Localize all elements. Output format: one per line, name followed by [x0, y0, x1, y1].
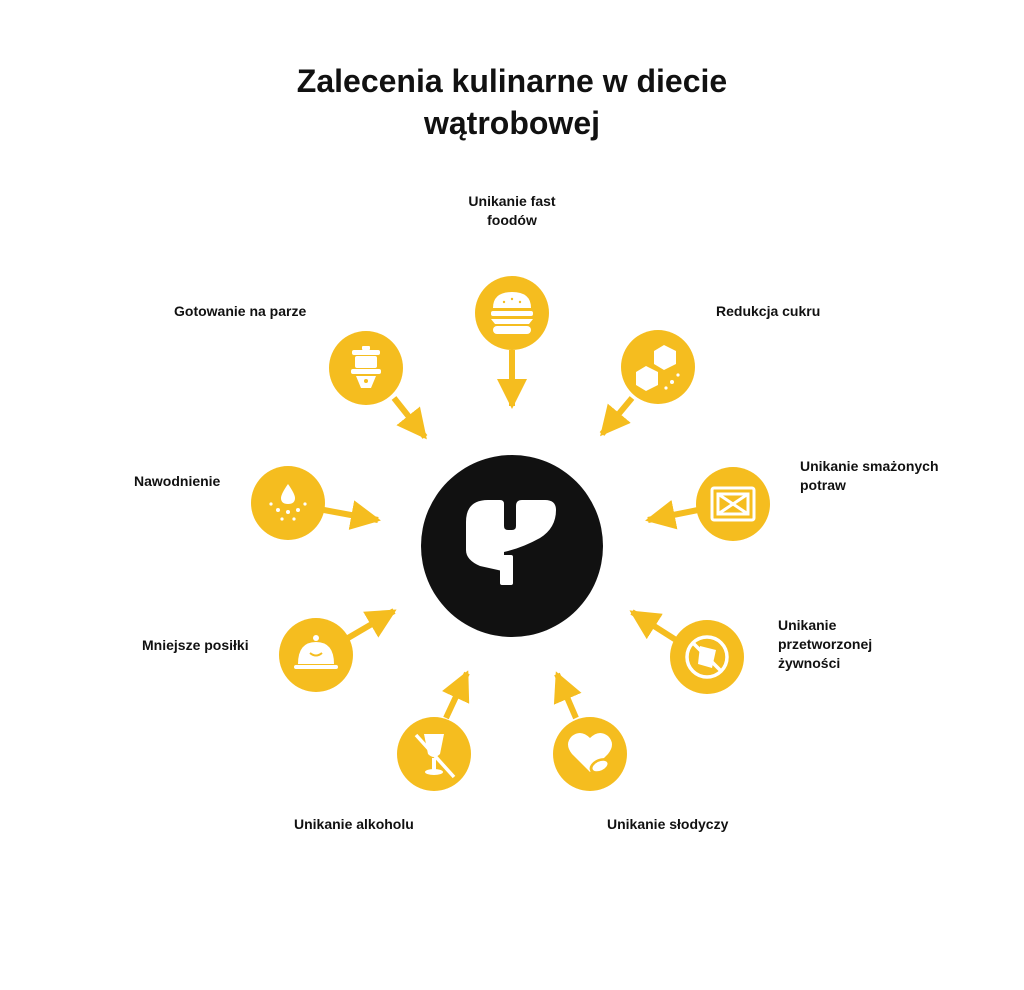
sugar-cubes-icon: [636, 345, 680, 391]
water-drop-icon: [269, 484, 307, 521]
arrow-fried: [645, 499, 699, 530]
node-sugar: [621, 330, 695, 404]
label-steam: Gotowanie na parze: [174, 303, 307, 319]
label-meals: Mniejsze posiłki: [142, 637, 249, 653]
steamer-icon: [351, 346, 381, 388]
node-sweets: [553, 717, 627, 791]
node-fast-food: [475, 276, 549, 350]
heart-leaf-icon: [568, 732, 612, 774]
node-steam: [329, 331, 403, 405]
arrow-sugar: [599, 396, 635, 437]
label-alcohol: Unikanie alkoholu: [294, 816, 414, 832]
cloche-icon: [294, 635, 338, 669]
label-fast-food: Unikanie fast foodów: [468, 193, 556, 228]
label-hydration: Nawodnienie: [134, 473, 221, 489]
arrow-processed: [629, 609, 678, 643]
label-sweets: Unikanie słodyczy: [607, 816, 729, 832]
burger-icon: [491, 292, 533, 334]
node-alcohol: [397, 717, 471, 791]
label-sugar: Redukcja cukru: [716, 303, 821, 319]
arrow-sweets: [553, 671, 582, 720]
node-meals: [279, 618, 353, 692]
arrow-steam: [391, 396, 428, 440]
diagram-title: Zalecenia kulinarne w diecie wątrobowej: [296, 63, 728, 141]
arrow-alcohol: [441, 670, 470, 720]
arrow-meals: [346, 608, 397, 641]
node-hydration: [251, 466, 325, 540]
no-alcohol-icon: [414, 733, 456, 779]
label-processed: Unikanie przetworzonej żywności: [778, 617, 873, 671]
no-processed-food-icon: [685, 635, 729, 679]
center-node: [421, 455, 603, 637]
liver-icon: [466, 500, 556, 585]
arrows: [323, 350, 699, 720]
arrow-hydration: [323, 500, 381, 530]
node-fried: [696, 467, 770, 541]
fried-food-icon: [710, 486, 756, 522]
label-fried: Unikanie smażonych potraw: [800, 458, 939, 493]
node-processed: [670, 620, 744, 694]
